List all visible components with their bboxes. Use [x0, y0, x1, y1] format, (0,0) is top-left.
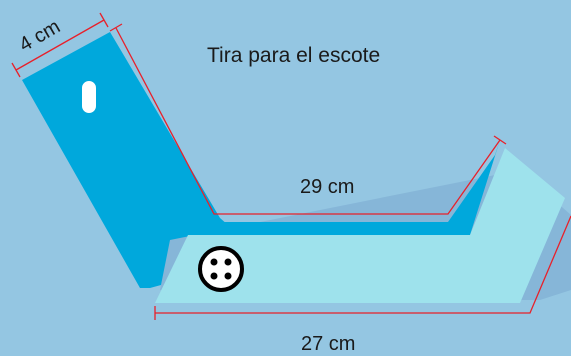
- measure-width-line: [15, 19, 105, 71]
- inner-length-label: 29 cm: [300, 176, 354, 198]
- measure-lines: [11, 12, 571, 320]
- measure-inner-line: [115, 27, 501, 215]
- width-label: 4 cm: [16, 16, 65, 57]
- strip-dark-inner: [190, 140, 500, 235]
- buttonhole-slot-icon: [80, 79, 98, 115]
- measure-outer-line: [155, 215, 571, 314]
- outer-length-label: 27 cm: [301, 333, 355, 355]
- diagram-title: Tira para el escote: [207, 44, 380, 67]
- four-hole-button-icon: [198, 246, 244, 292]
- strip-dark-arm: [22, 32, 236, 288]
- strip-light-band: [155, 148, 565, 303]
